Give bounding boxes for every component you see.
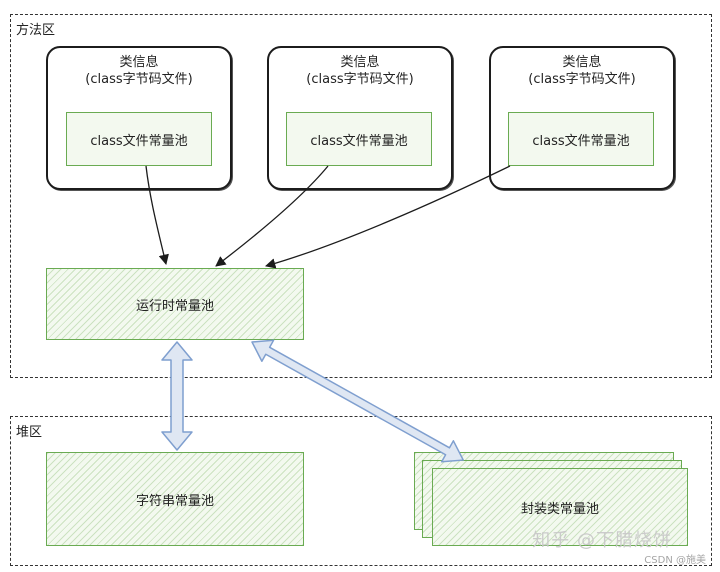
string-constant-pool: 字符串常量池: [46, 452, 304, 546]
class-info-title-3: 类信息: [562, 55, 602, 70]
watermark-csdn: CSDN @施美: [644, 555, 706, 566]
string-constant-pool-label: 字符串常量池: [135, 493, 214, 509]
class-file-pool-label-3: class文件常量池: [532, 133, 630, 149]
class-info-subtitle-1: (class字节码文件): [85, 72, 193, 87]
class-file-pool-label-2: class文件常量池: [310, 133, 408, 149]
class-info-title-2: 类信息: [340, 55, 380, 70]
method-area-label: 方法区: [16, 23, 56, 38]
class-file-pool-3: class文件常量池: [508, 112, 654, 166]
runtime-constant-pool: 运行时常量池: [46, 268, 304, 340]
wrapper-class-constant-pool: 封装类常量池: [432, 468, 688, 546]
runtime-constant-pool-label: 运行时常量池: [135, 298, 214, 314]
class-info-title-1: 类信息: [119, 55, 159, 70]
class-file-pool-1: class文件常量池: [66, 112, 212, 166]
class-file-pool-label-1: class文件常量池: [90, 133, 188, 149]
class-info-subtitle-3: (class字节码文件): [528, 72, 636, 87]
class-info-subtitle-2: (class字节码文件): [306, 72, 414, 87]
heap-label: 堆区: [16, 425, 43, 440]
wrapper-class-constant-pool-label: 封装类常量池: [520, 501, 599, 517]
watermark-zhihu: 知乎 @下腊烧饼: [532, 530, 672, 551]
class-file-pool-2: class文件常量池: [286, 112, 432, 166]
